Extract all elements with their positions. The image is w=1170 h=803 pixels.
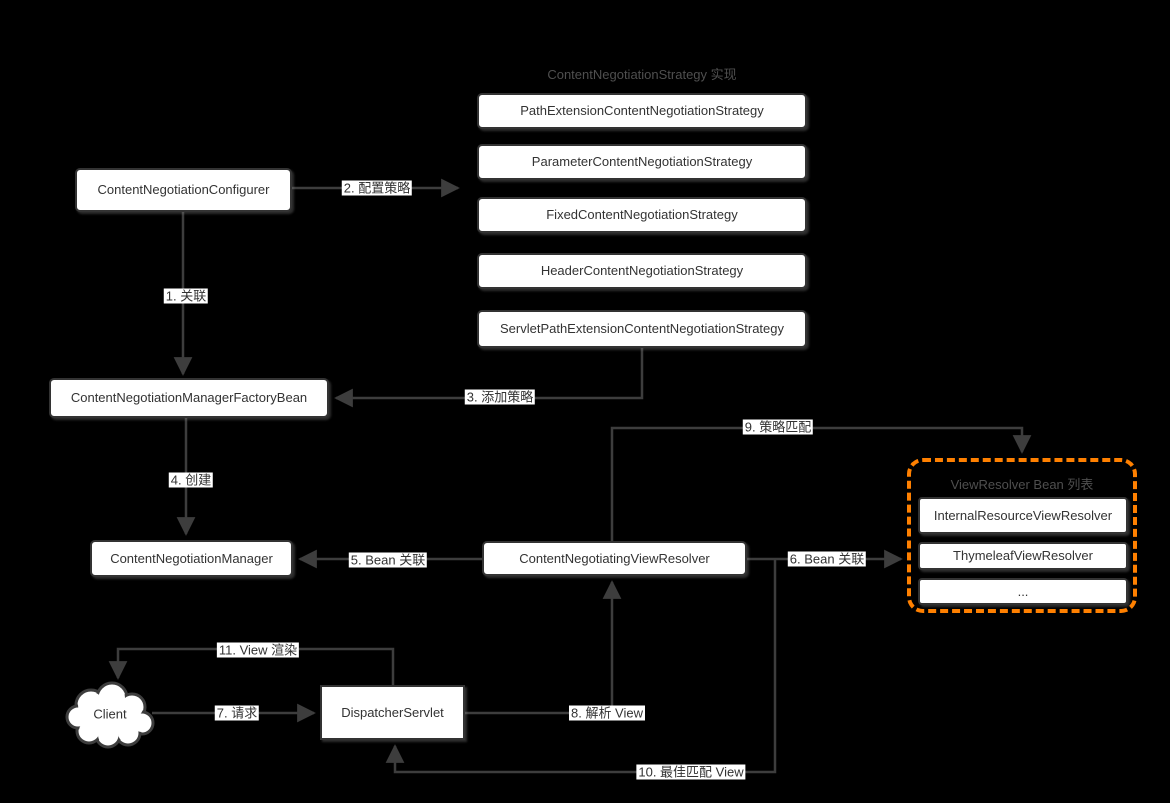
node-more-view-resolvers: ... <box>918 578 1128 605</box>
node-client: Client <box>93 706 127 722</box>
node-content-negotiation-manager: ContentNegotiationManager <box>90 540 293 577</box>
node-header-strategy: HeaderContentNegotiationStrategy <box>477 253 807 289</box>
node-content-negotiating-view-resolver: ContentNegotiatingViewResolver <box>482 541 747 576</box>
node-manager-factory-bean: ContentNegotiationManagerFactoryBean <box>49 378 329 418</box>
edge-label-8-resolve-view: 8. 解析 View <box>568 705 646 721</box>
node-parameter-strategy: ParameterContentNegotiationStrategy <box>477 144 807 180</box>
node-servlet-path-extension-strategy: ServletPathExtensionContentNegotiationSt… <box>477 310 807 348</box>
edge-10-best-match-view <box>385 559 777 774</box>
edge-label-5-bean-assoc: 5. Bean 关联 <box>348 552 428 568</box>
node-internal-resource-view-resolver: InternalResourceViewResolver <box>918 497 1128 534</box>
node-fixed-strategy: FixedContentNegotiationStrategy <box>477 197 807 233</box>
edge-label-7-request: 7. 请求 <box>214 705 260 721</box>
edge-label-6-bean-assoc: 6. Bean 关联 <box>787 551 867 567</box>
edge-label-1-assoc: 1. 关联 <box>163 288 209 304</box>
edge-label-9-strategy-match: 9. 策略匹配 <box>742 419 814 435</box>
client-cloud-shape <box>64 680 156 755</box>
edge-label-10-best-match-view: 10. 最佳匹配 View <box>636 764 746 780</box>
view-resolver-list-frame <box>907 458 1137 613</box>
edge-label-2-configure-strategy: 2. 配置策略 <box>341 180 413 196</box>
node-path-extension-strategy: PathExtensionContentNegotiationStrategy <box>477 93 807 129</box>
edge-8-resolve-view <box>465 580 622 715</box>
node-content-negotiation-configurer: ContentNegotiationConfigurer <box>75 168 292 212</box>
edge-label-11-view-render: 11. View 渲染 <box>216 642 300 658</box>
edge-3-add-strategy <box>334 348 644 408</box>
view-resolver-list-title: ViewResolver Bean 列表 <box>950 477 1094 492</box>
strategy-group-title: ContentNegotiationStrategy 实现 <box>547 67 737 82</box>
edge-label-3-add-strategy: 3. 添加策略 <box>464 389 536 405</box>
edge-9-strategy-match <box>610 426 1032 541</box>
edge-label-4-create: 4. 创建 <box>168 472 214 488</box>
node-dispatcher-servlet: DispatcherServlet <box>320 685 465 740</box>
node-thymeleaf-view-resolver: ThymeleafViewResolver <box>918 542 1128 570</box>
